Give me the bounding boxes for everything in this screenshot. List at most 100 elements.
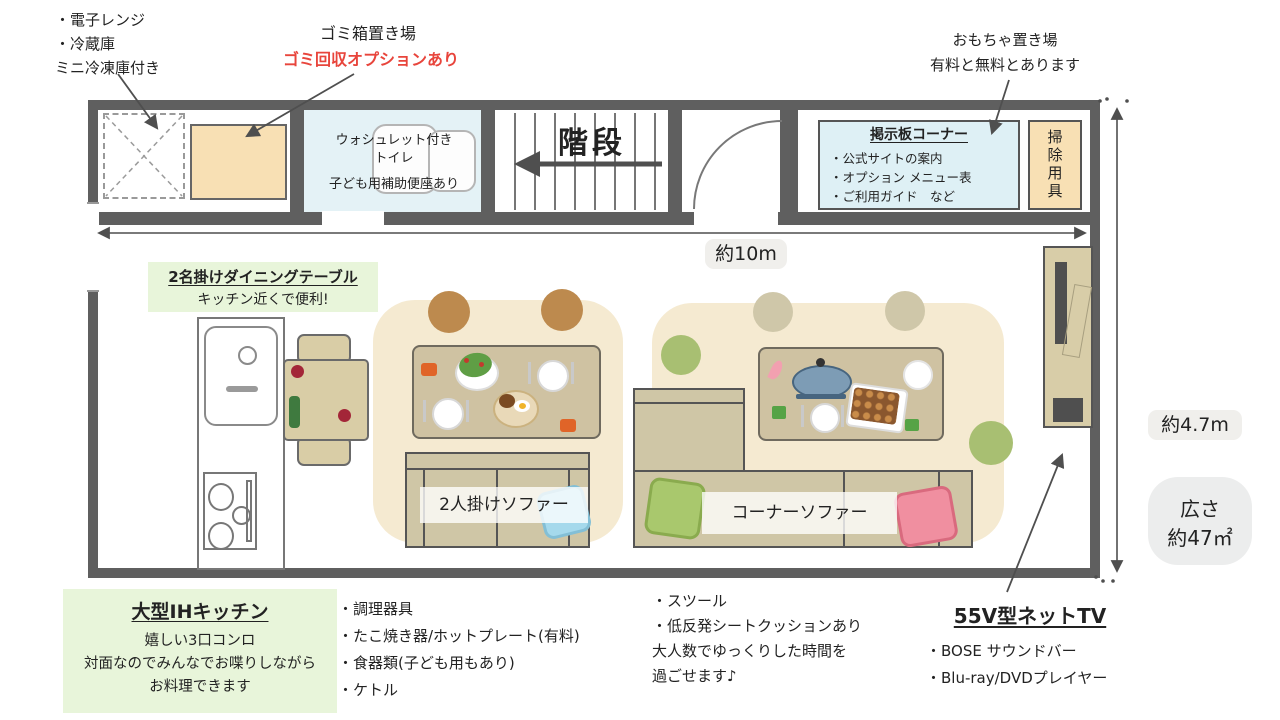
knife-icon <box>571 362 574 384</box>
hot-plate-base <box>796 394 846 399</box>
kitchen-note-title: 大型IHキッチン <box>131 601 269 623</box>
floor-cushion-brown <box>428 291 470 333</box>
top-band-bottom-wall <box>98 212 1090 225</box>
egg-yolk <box>519 403 526 409</box>
width-dimension-label: 約10m <box>705 239 787 269</box>
tv-screen <box>1055 262 1067 344</box>
cleaning-tools-label: 掃除用具 <box>1028 120 1082 210</box>
bulletin-item: ・ご利用ガイド など <box>830 189 956 204</box>
knife-icon <box>466 400 469 422</box>
sink-handle <box>226 386 258 392</box>
toilet-line: ウォシュレット付き <box>335 133 453 148</box>
comfort-list: ・スツール ・低反発シートクッションあり 大人数でゆっくりした時間を 過ごせます… <box>652 589 862 689</box>
bulletin-board-box <box>818 120 1020 210</box>
bulletin-item: ・公式サイトの案内 <box>830 151 943 166</box>
bulletin-board-content: 掲示板コーナー ・公式サイトの案内 ・オプション メニュー表 ・ご利用ガイド な… <box>820 124 1018 206</box>
list-item: ・ケトル <box>338 681 399 699</box>
sofa-two-seater-label: 2人掛けソファー <box>420 487 588 523</box>
height-dimension-label: 約4.7m <box>1148 410 1242 440</box>
wall-segment <box>481 110 495 212</box>
fridge-placeholder-box <box>103 113 185 199</box>
floor-cushion-green <box>969 421 1013 465</box>
toilet-fixture-bowl <box>428 130 476 192</box>
list-item: ・スツール <box>652 592 728 610</box>
place-setting-plate <box>810 403 840 433</box>
tv-note-list: ・BOSE サウンドバー ・Blu-ray/DVDプレイヤー <box>926 638 1107 692</box>
food-soup <box>499 394 515 408</box>
knife-icon <box>841 405 844 427</box>
fork-icon <box>801 405 804 427</box>
toilet-fixture <box>372 124 438 194</box>
tv-stand <box>1043 246 1093 428</box>
kitchen-note-line: 嬉しい3口コンロ <box>144 633 256 649</box>
wine-bottle <box>289 396 300 428</box>
bulletin-item: ・オプション メニュー表 <box>830 170 972 185</box>
note-line: おもちゃ置き場 <box>952 31 1058 49</box>
tv-note-title: 55V型ネットTV <box>953 604 1107 628</box>
kitchen-note-line: お料理できます <box>149 679 251 695</box>
note-toys: おもちゃ置き場 有料と無料とあります <box>895 28 1115 78</box>
salad-tomato <box>464 358 469 363</box>
note-line: 有料と無料とあります <box>929 56 1080 74</box>
note-appliances: ・電子レンジ ・冷蔵庫 ミニ冷凍庫付き <box>55 8 160 80</box>
floor-cushion-brown <box>541 289 583 331</box>
wall-segment <box>668 110 682 212</box>
place-setting-plate <box>903 360 933 390</box>
fork-icon <box>528 362 531 384</box>
coffee-cup <box>560 419 576 432</box>
area-label: 広さ 約47㎡ <box>1148 477 1252 565</box>
list-item: ・たこ焼き器/ホットプレート(有料) <box>338 627 580 645</box>
note-trash-title: ゴミ箱置き場 <box>320 24 417 43</box>
list-item: 過ごせます♪ <box>652 667 737 685</box>
place-setting-plate <box>432 398 464 430</box>
av-equipment-box <box>1053 398 1083 422</box>
dining-note-sub: キッチン近くで便利! <box>197 292 329 308</box>
kitchen-note-line: 対面なのでみんなでお喋りしながら <box>84 656 316 672</box>
wine-glass <box>338 409 351 422</box>
list-item: ・低反発シートクッションあり <box>652 617 863 635</box>
toilet-line: 子ども用補助便座あり <box>328 177 459 192</box>
stove-burner <box>208 522 234 550</box>
cushion-green <box>643 476 707 541</box>
window <box>87 202 99 292</box>
floor-cushion-tan <box>753 292 793 332</box>
floor-cushion-green <box>661 335 701 375</box>
wine-glass <box>291 365 304 378</box>
area-line: 広さ <box>1180 497 1220 521</box>
stove-burner <box>208 483 234 511</box>
wall-segment <box>780 110 798 212</box>
equipment-list: ・調理器具 ・たこ焼き器/ホットプレート(有料) ・食器類(子ども用もあり) ・… <box>338 596 580 704</box>
stove-grill <box>246 480 252 542</box>
list-item: ・Blu-ray/DVDプレイヤー <box>926 669 1108 687</box>
sink-faucet <box>238 346 257 365</box>
note-line: ・冷蔵庫 <box>55 35 116 53</box>
list-item: ・調理器具 <box>338 600 414 618</box>
area-line: 約47㎡ <box>1167 526 1233 550</box>
floor-cushion-tan <box>885 291 925 331</box>
kitchen-sink <box>204 326 278 426</box>
sofa-backrest-line <box>407 468 588 470</box>
note-line: ミニ冷凍庫付き <box>55 59 161 77</box>
trash-bin-area-box <box>190 124 287 200</box>
fork-icon <box>423 400 426 422</box>
entrance-door-opening <box>694 211 778 227</box>
salad-tomato <box>479 362 484 367</box>
green-mug <box>772 406 786 419</box>
wall-segment <box>290 110 304 212</box>
green-mug <box>905 419 919 431</box>
toilet-line: トイレ <box>374 151 414 166</box>
stairs-label: 階段 <box>558 126 626 161</box>
bulletin-title: 掲示板コーナー <box>870 127 968 143</box>
note-line: ・電子レンジ <box>55 11 146 29</box>
toilet-door-opening <box>322 211 384 227</box>
cushion-pink <box>892 484 960 549</box>
note-trash-option: ゴミ回収オプションあり <box>283 50 460 69</box>
dining-note-title: 2名掛けダイニングテーブル <box>168 268 358 286</box>
dining-note-box: 2名掛けダイニングテーブル キッチン近くで便利! <box>148 262 378 312</box>
cleaning-tools-box <box>1028 120 1082 210</box>
coffee-cup <box>421 363 437 376</box>
cleaning-tools-text: 掃除用具 <box>1045 129 1064 201</box>
takoyaki-grill <box>849 386 901 426</box>
corner-sofa-label: コーナーソファー <box>702 492 897 534</box>
